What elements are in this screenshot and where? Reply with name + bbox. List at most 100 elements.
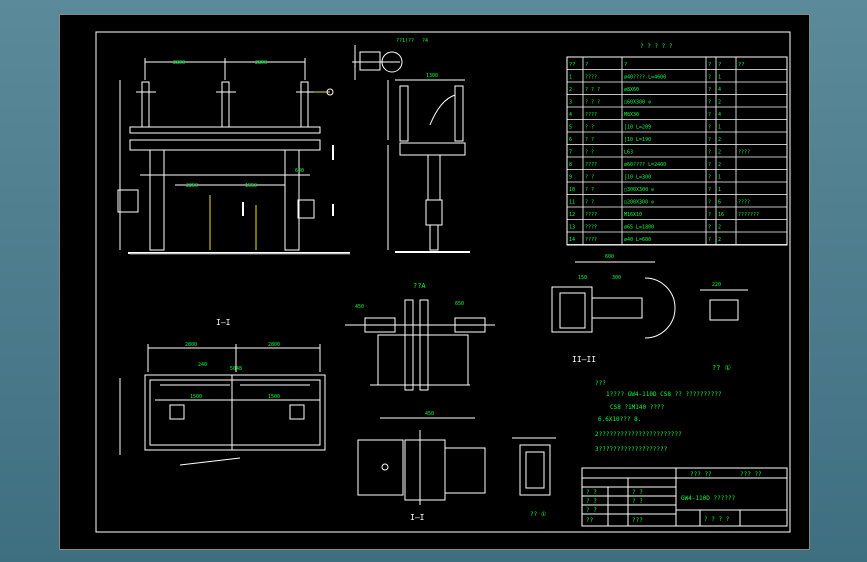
bom-cell: 2 — [718, 162, 721, 168]
bom-cell: 10 — [569, 187, 575, 193]
section-2 — [551, 261, 748, 339]
bom-cell: ? — [708, 137, 711, 143]
bom-cell: ???? — [585, 225, 597, 231]
bom-cell: ? ? — [585, 150, 594, 156]
bom-header-cell: ?? — [738, 62, 745, 68]
title-r5: ? ? — [632, 489, 643, 496]
bom-cell: ???? — [585, 237, 597, 243]
section-label-1: I—I — [216, 318, 231, 327]
dim-450: 450 — [355, 304, 364, 310]
bom-cell: ???? — [585, 112, 597, 118]
bom-cell: ? ? — [585, 200, 594, 206]
bom-cell: ? — [708, 100, 711, 106]
bom-cell: L63 — [624, 150, 633, 156]
bom-cell: ? — [708, 162, 711, 168]
bom-cell: □200X300 ⊘ — [624, 200, 654, 206]
inner-border — [95, 31, 791, 533]
bom-cell: ? — [708, 75, 711, 81]
note-line: ??? — [595, 380, 606, 387]
note-line: 2??????????????????????? — [595, 431, 682, 438]
bom-cell: 4 — [569, 112, 572, 118]
drawing-sheet — [59, 14, 810, 550]
detail-box — [512, 437, 556, 496]
dim-1550: 1550 — [245, 183, 257, 189]
bom-cell: ???? — [585, 162, 597, 168]
bom-cell: ???? — [738, 150, 750, 156]
bom-cell: 7 — [569, 150, 572, 156]
bom-cell: 6 — [718, 200, 721, 206]
section-label-4: II—II — [572, 355, 596, 364]
bom-cell: 2 — [569, 87, 572, 93]
notes: ???1???? GW4-110D CS8 ?? ??????????CS8 ?… — [595, 380, 722, 453]
bom-cell: 14 — [569, 237, 575, 243]
bom-cell: M16X10 — [624, 212, 642, 218]
bom-cell: 11 — [569, 200, 575, 206]
title-scale: ? ? ? ? — [704, 516, 730, 523]
dim-300: 300 — [612, 275, 621, 281]
bom-cell: 2 — [718, 137, 721, 143]
title-r6: ? ? — [632, 498, 643, 505]
section-1-bottom — [357, 417, 486, 505]
bom-cell: 9 — [569, 175, 572, 181]
dim-1500-b: 1500 — [268, 394, 280, 400]
title-r3: ? ? — [586, 507, 597, 514]
section-label-2: I—I — [410, 513, 425, 522]
bom-cell: ? — [708, 175, 711, 181]
bom-cell: ? — [708, 212, 711, 218]
bom-cell: ø65 L=1800 — [624, 225, 654, 231]
detail-label-1: ?? ① — [530, 511, 546, 518]
bom-cell: [10 L=209 — [624, 125, 651, 131]
bom-cell: [10 L=300 — [624, 175, 651, 181]
bom-cell: 2 — [718, 237, 721, 243]
bom-cell: 3 — [569, 100, 572, 106]
dim-bottom: 450 — [425, 411, 434, 417]
dim-1500-a: 1500 — [190, 394, 202, 400]
title-company: ??? ?? — [690, 471, 712, 478]
bom-cell: 16 — [718, 212, 724, 218]
dim-650: 650 — [455, 301, 464, 307]
bom-cell: ? — [708, 187, 711, 193]
bom-header-cell: ? — [718, 62, 721, 68]
title-block — [581, 467, 788, 527]
bom-cell: ø60???? L=2400 — [624, 162, 666, 168]
bom-cell: ???? — [585, 212, 597, 218]
bom-cell: 1 — [718, 125, 721, 131]
bom-cell: ? — [708, 125, 711, 131]
bom-header-cell: ? — [708, 62, 711, 68]
title-project: ??? ?? — [740, 471, 762, 478]
bom-cell: ? — [708, 150, 711, 156]
bom-cell: 8 — [569, 162, 572, 168]
bom-cell: ? — [708, 225, 711, 231]
bom-header-cell: ?? — [569, 62, 576, 68]
detail-label-2: ?? ① — [712, 364, 731, 372]
dim-5048: 5048 — [230, 366, 242, 372]
bom-header-cell: ? — [624, 62, 627, 68]
bom-cell: ? ? ? — [585, 87, 600, 93]
note-line: 3??????????????????? — [595, 446, 668, 453]
plan-view — [119, 344, 326, 466]
dim-2250: 2250 — [186, 183, 198, 189]
dim-220: 220 — [712, 282, 721, 288]
bom-header-cell: ? — [585, 62, 588, 68]
bom-cell: 2 — [718, 100, 721, 106]
bom-rows: ????????1????ø40???? L=4600?12? ? ?ø8X60… — [569, 62, 759, 243]
bom-cell: 1 — [718, 187, 721, 193]
title-r7: ??? — [632, 517, 643, 524]
bom-cell: 1 — [569, 75, 572, 81]
dim-2800-b: 2800 — [255, 60, 267, 66]
dim-2800-d: 2800 — [268, 342, 280, 348]
bom-cell: ? — [708, 200, 711, 206]
dim-1300: 1300 — [426, 73, 438, 79]
dim-600: 600 — [295, 168, 304, 174]
note-line: 1???? GW4-110D CS8 ?? ?????????? — [606, 391, 722, 398]
dim-240: 240 — [198, 362, 207, 368]
title-drawing: GW4-110D ?????? — [681, 495, 736, 502]
bom-cell: ? ? — [585, 137, 594, 143]
bom-cell: ? ? — [585, 175, 594, 181]
bom-cell: ???? — [738, 200, 750, 206]
bom-cell: 2 — [718, 225, 721, 231]
bom-cell: 4 — [718, 87, 721, 93]
dim-2800-a: 2800 — [173, 60, 185, 66]
note-line: 6.6X10??? 8. — [598, 416, 641, 423]
